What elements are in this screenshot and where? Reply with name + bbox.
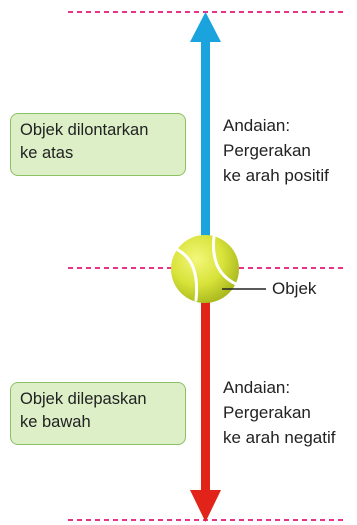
down-arrow xyxy=(190,296,221,522)
negative-caption-line-2: Pergerakan xyxy=(223,403,311,422)
negative-caption-line-1: Andaian: xyxy=(223,378,291,397)
thrown-up-line-2: ke atas xyxy=(20,144,74,162)
positive-caption-line-1: Andaian: xyxy=(223,116,291,135)
negative-direction-caption: Andaian: Pergerakan ke arah negatif xyxy=(223,375,335,450)
dropped-down-line-1: Objek dilepaskan xyxy=(20,390,147,408)
tennis-ball-icon xyxy=(171,234,239,303)
up-arrow xyxy=(190,12,221,236)
negative-caption-line-3: ke arah negatif xyxy=(223,428,336,447)
positive-direction-caption: Andaian: Pergerakan ke arah positif xyxy=(223,113,329,188)
thrown-up-box: Objek dilontarkan ke atas xyxy=(10,113,186,176)
thrown-up-line-1: Objek dilontarkan xyxy=(20,121,149,139)
positive-caption-line-3: ke arah positif xyxy=(223,166,329,185)
dropped-down-box: Objek dilepaskan ke bawah xyxy=(10,382,186,445)
object-label: Objek xyxy=(272,279,317,298)
positive-caption-line-2: Pergerakan xyxy=(223,141,311,160)
dropped-down-line-2: ke bawah xyxy=(20,413,91,431)
